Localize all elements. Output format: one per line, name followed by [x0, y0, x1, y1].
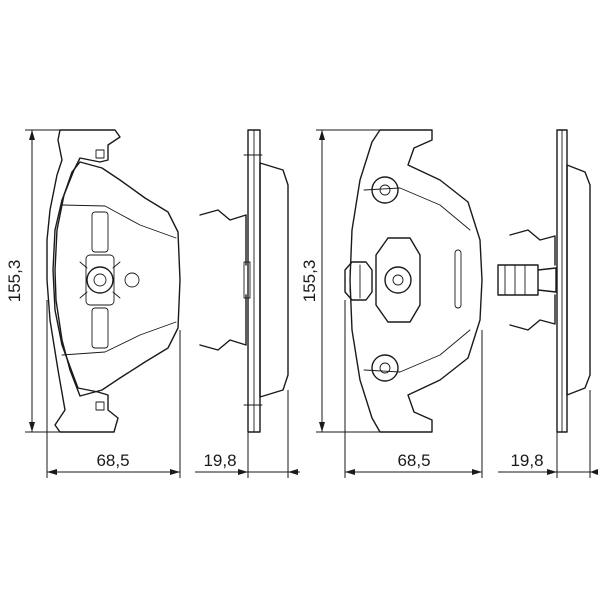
pad1-side-view [199, 129, 289, 433]
pad2-front-view [344, 129, 483, 433]
pad2-height-label: 155,3 [300, 260, 319, 303]
pad1-width-label: 68,5 [96, 451, 129, 470]
pad2-width-label: 68,5 [397, 451, 430, 470]
pad1-thickness-label: 19,8 [203, 451, 236, 470]
pad1-front-view [46, 129, 181, 433]
dimensions-pad2 [316, 129, 598, 478]
pad2-thickness-label: 19,8 [510, 451, 543, 470]
dimensions-pad1 [25, 129, 300, 478]
pad1-height-label: 155,3 [5, 260, 24, 303]
pad2-side-view [497, 129, 591, 433]
